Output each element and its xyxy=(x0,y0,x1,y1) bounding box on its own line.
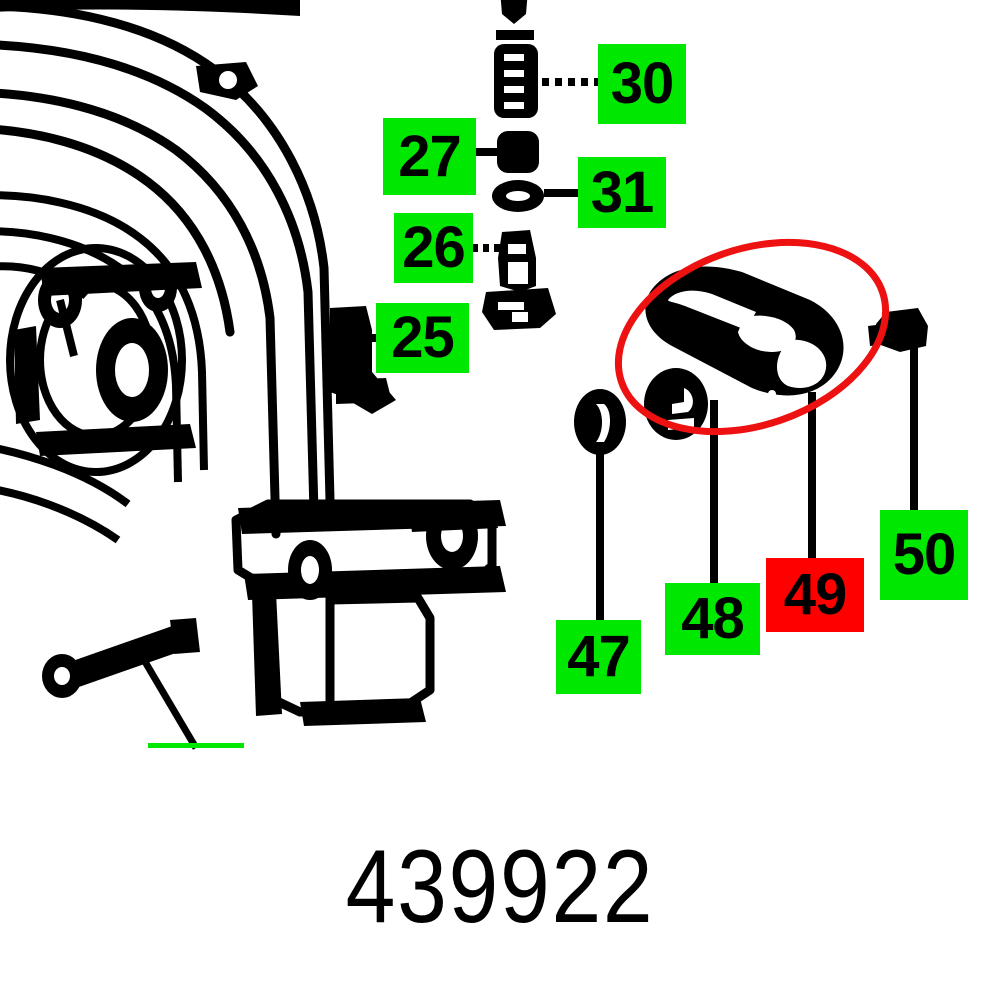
long-bolt-part xyxy=(42,618,200,698)
leader-line-partial xyxy=(140,658,200,750)
callout-50-label: 50 xyxy=(892,522,957,587)
callout-50[interactable]: 50 xyxy=(880,510,968,600)
callout-25[interactable]: 25 xyxy=(376,303,469,373)
leader-lines-fasteners xyxy=(332,78,600,342)
part-49-lever xyxy=(645,266,844,398)
gearbox-lower-detail xyxy=(0,299,131,544)
callout-31-label: 31 xyxy=(590,159,655,225)
part-30-sleeve xyxy=(494,44,538,118)
part-47-bushing xyxy=(574,389,626,455)
callout-30-label: 30 xyxy=(610,51,675,116)
callout-26[interactable]: 26 xyxy=(394,213,473,283)
part-26-bracket xyxy=(482,230,556,330)
selection-ellipse-part-49 xyxy=(614,238,890,436)
callout-25-label: 25 xyxy=(391,305,455,370)
callout-27[interactable]: 27 xyxy=(383,118,476,195)
callout-49[interactable]: 49 xyxy=(766,558,864,632)
callout-partial-bar[interactable] xyxy=(148,743,244,748)
callout-47-label: 47 xyxy=(567,624,631,689)
part-31-washer xyxy=(492,180,544,212)
part-27-nut xyxy=(497,131,539,173)
diagram-caption: 439922 xyxy=(345,829,655,945)
callout-49-label: 49 xyxy=(783,562,848,627)
callout-30[interactable]: 30 xyxy=(598,44,686,124)
callout-48-label: 48 xyxy=(681,586,745,651)
callout-47[interactable]: 47 xyxy=(556,620,641,694)
callout-27-label: 27 xyxy=(398,123,462,189)
callout-31[interactable]: 31 xyxy=(578,157,666,228)
part-top-cutoff xyxy=(500,0,528,24)
callout-26-label: 26 xyxy=(402,215,466,280)
callout-48[interactable]: 48 xyxy=(665,583,760,655)
gearbox-hub xyxy=(14,262,202,456)
fastener-column xyxy=(482,0,556,330)
lower-casting-solids xyxy=(238,372,506,726)
housing-top-rail xyxy=(0,0,300,100)
